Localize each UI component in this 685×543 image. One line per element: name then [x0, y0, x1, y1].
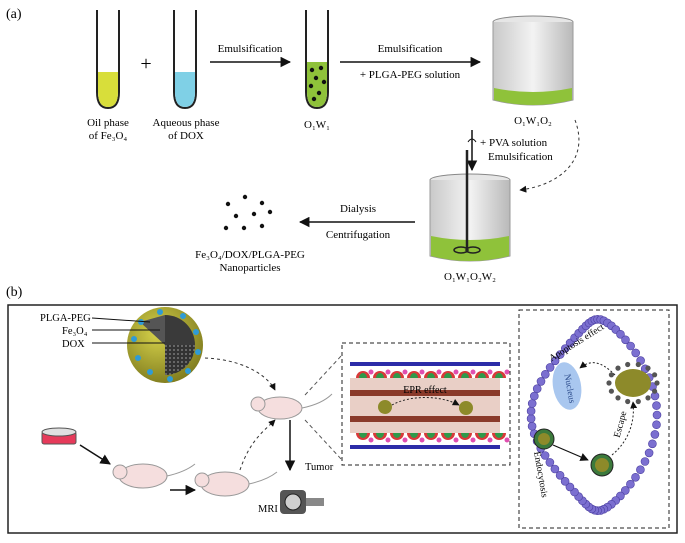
mouse-tumor: [194, 471, 278, 497]
o1w1o2-label: O₁W₁O₂: [514, 115, 552, 127]
panel-b-frame: [7, 304, 678, 534]
o1w1-label: O₁W₁: [304, 119, 330, 131]
tumor-cell-dish-icon: [41, 427, 77, 445]
step-centrifugation: Centrifugation: [326, 229, 391, 241]
panel-a-tag: (a): [6, 7, 22, 22]
step-plga-peg-solution: + PLGA-PEG solution: [360, 69, 461, 81]
zoom-line-top: [304, 354, 343, 396]
dashed-arrow-inject: [239, 419, 276, 471]
plus-sign: +: [140, 53, 151, 75]
oil-phase-tube: [96, 10, 120, 110]
product-label-1: Fe₃O₄/DOX/PLGA-PEG: [195, 249, 305, 261]
o1w1-tube: [305, 10, 329, 110]
vessel-endothelial-cells: [356, 369, 510, 443]
zoom-line-bottom: [304, 419, 343, 461]
beaker-o1w1o2: [492, 15, 574, 106]
cell-uptake-box: [518, 309, 670, 529]
np-label-dox: DOX: [62, 339, 85, 350]
cell-membrane-beads: [526, 314, 662, 516]
escaped-particle: [606, 361, 660, 405]
mri-label: MRI: [258, 504, 278, 515]
oil-phase-label-2: of Fe₃O₄: [89, 130, 128, 142]
beaker-o1w1o2w2: [429, 150, 511, 262]
leader-plga-peg: [91, 317, 151, 323]
np-label-plga-peg: PLGA-PEG: [40, 313, 91, 324]
aqueous-phase-tube: [173, 10, 197, 110]
aqueous-phase-label-2: of DOX: [168, 130, 204, 142]
nanoparticle-model: [127, 307, 203, 383]
mouse-injected: [250, 393, 333, 420]
mouse-1: [112, 463, 196, 489]
epr-particles: [378, 397, 473, 415]
np-label-fe3o4: Fe₃O₄: [62, 326, 88, 337]
step-emulsification-1: Emulsification: [218, 43, 283, 55]
endocytosed-particles: [533, 361, 638, 477]
nucleus-shape: [552, 362, 582, 410]
product-label-2: Nanoparticles: [219, 262, 280, 274]
step-pva-solution: + PVA solution: [480, 137, 548, 149]
panel-b-tag: (b): [6, 285, 23, 300]
mri-machine-icon: [280, 490, 324, 514]
oil-phase-label-1: Oil phase: [87, 117, 129, 129]
step-dialysis: Dialysis: [340, 203, 376, 215]
o1w1o2w2-label: O₁W₁O₂W₂: [444, 271, 496, 283]
dashed-arrow-a: [519, 119, 580, 193]
dashed-arrow-np: [204, 357, 276, 391]
nanoparticle-dots: [223, 194, 273, 231]
stir-curl-icon: [467, 138, 477, 143]
arrow-inoculate: [79, 444, 111, 465]
epr-effect-label: EPR effect: [403, 385, 447, 396]
aqueous-phase-label-1: Aqueous phase: [153, 117, 220, 129]
step-emulsification-3: Emulsification: [488, 151, 553, 163]
tumor-label: Tumor: [305, 462, 334, 473]
step-emulsification-2: Emulsification: [378, 43, 443, 55]
blood-vessel-epr: [341, 342, 511, 466]
